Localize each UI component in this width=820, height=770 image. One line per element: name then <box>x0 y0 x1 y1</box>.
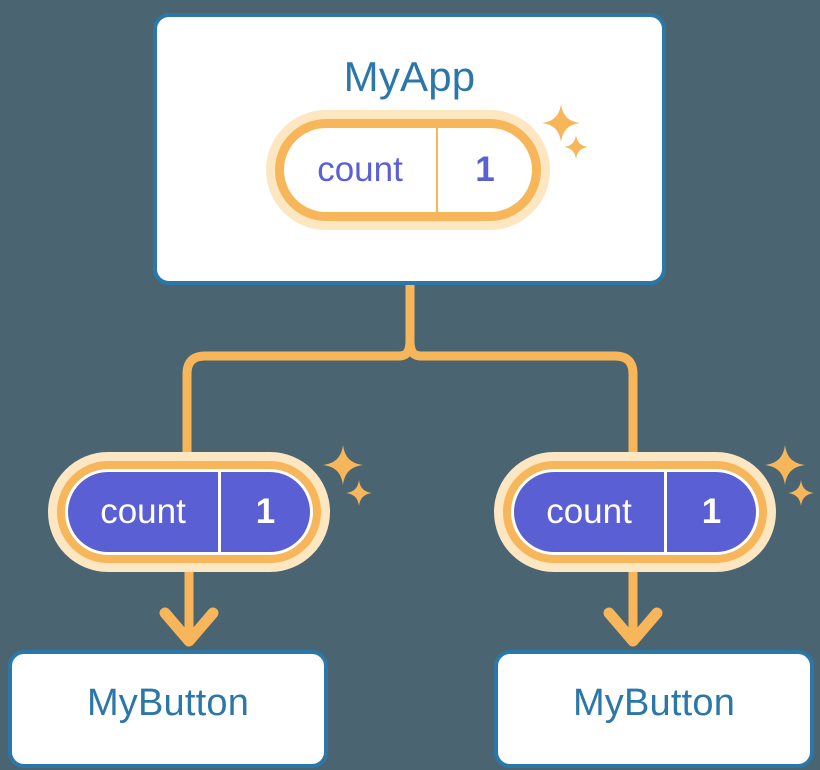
state-pill-cells: count 1 <box>68 472 310 552</box>
state-value-label: 1 <box>218 472 310 552</box>
state-key-label: count <box>100 492 186 531</box>
component-title-mybutton: MyButton <box>86 682 250 724</box>
state-pill-ring: count 1 <box>503 461 767 563</box>
state-pill-gap: count 1 <box>65 469 313 555</box>
sparkle-icon <box>787 479 815 507</box>
state-pill-cells: count 1 <box>514 472 756 552</box>
state-pill-cells: count 1 <box>284 128 532 212</box>
arrow-head-right-icon <box>603 607 663 647</box>
state-pill-myapp[interactable]: count 1 <box>266 110 550 230</box>
component-card-mybutton-left[interactable]: MyButton <box>8 650 328 768</box>
connector-branch-right <box>405 335 638 460</box>
state-pill-right[interactable]: count 1 <box>494 452 776 572</box>
state-pill-left[interactable]: count 1 <box>48 452 330 572</box>
state-pill-ring: count 1 <box>57 461 321 563</box>
component-title-myapp: MyApp <box>343 53 476 100</box>
state-key-label: count <box>317 150 403 189</box>
state-pill-ring: count 1 <box>275 119 541 221</box>
arrow-head-left-icon <box>159 607 219 647</box>
connector-branch-left <box>182 335 415 460</box>
sparkle-icon <box>345 479 373 507</box>
sparkle-icon <box>563 134 589 160</box>
state-value-label: 1 <box>436 128 532 212</box>
sparkle-icon <box>322 444 364 486</box>
state-value-label: 1 <box>664 472 756 552</box>
component-card-mybutton-right[interactable]: MyButton <box>494 650 814 768</box>
state-pill-gap: count 1 <box>511 469 759 555</box>
sparkle-icon <box>764 444 806 486</box>
state-key-label: count <box>546 492 632 531</box>
sparkle-icon <box>541 103 581 143</box>
component-title-mybutton: MyButton <box>572 682 736 724</box>
